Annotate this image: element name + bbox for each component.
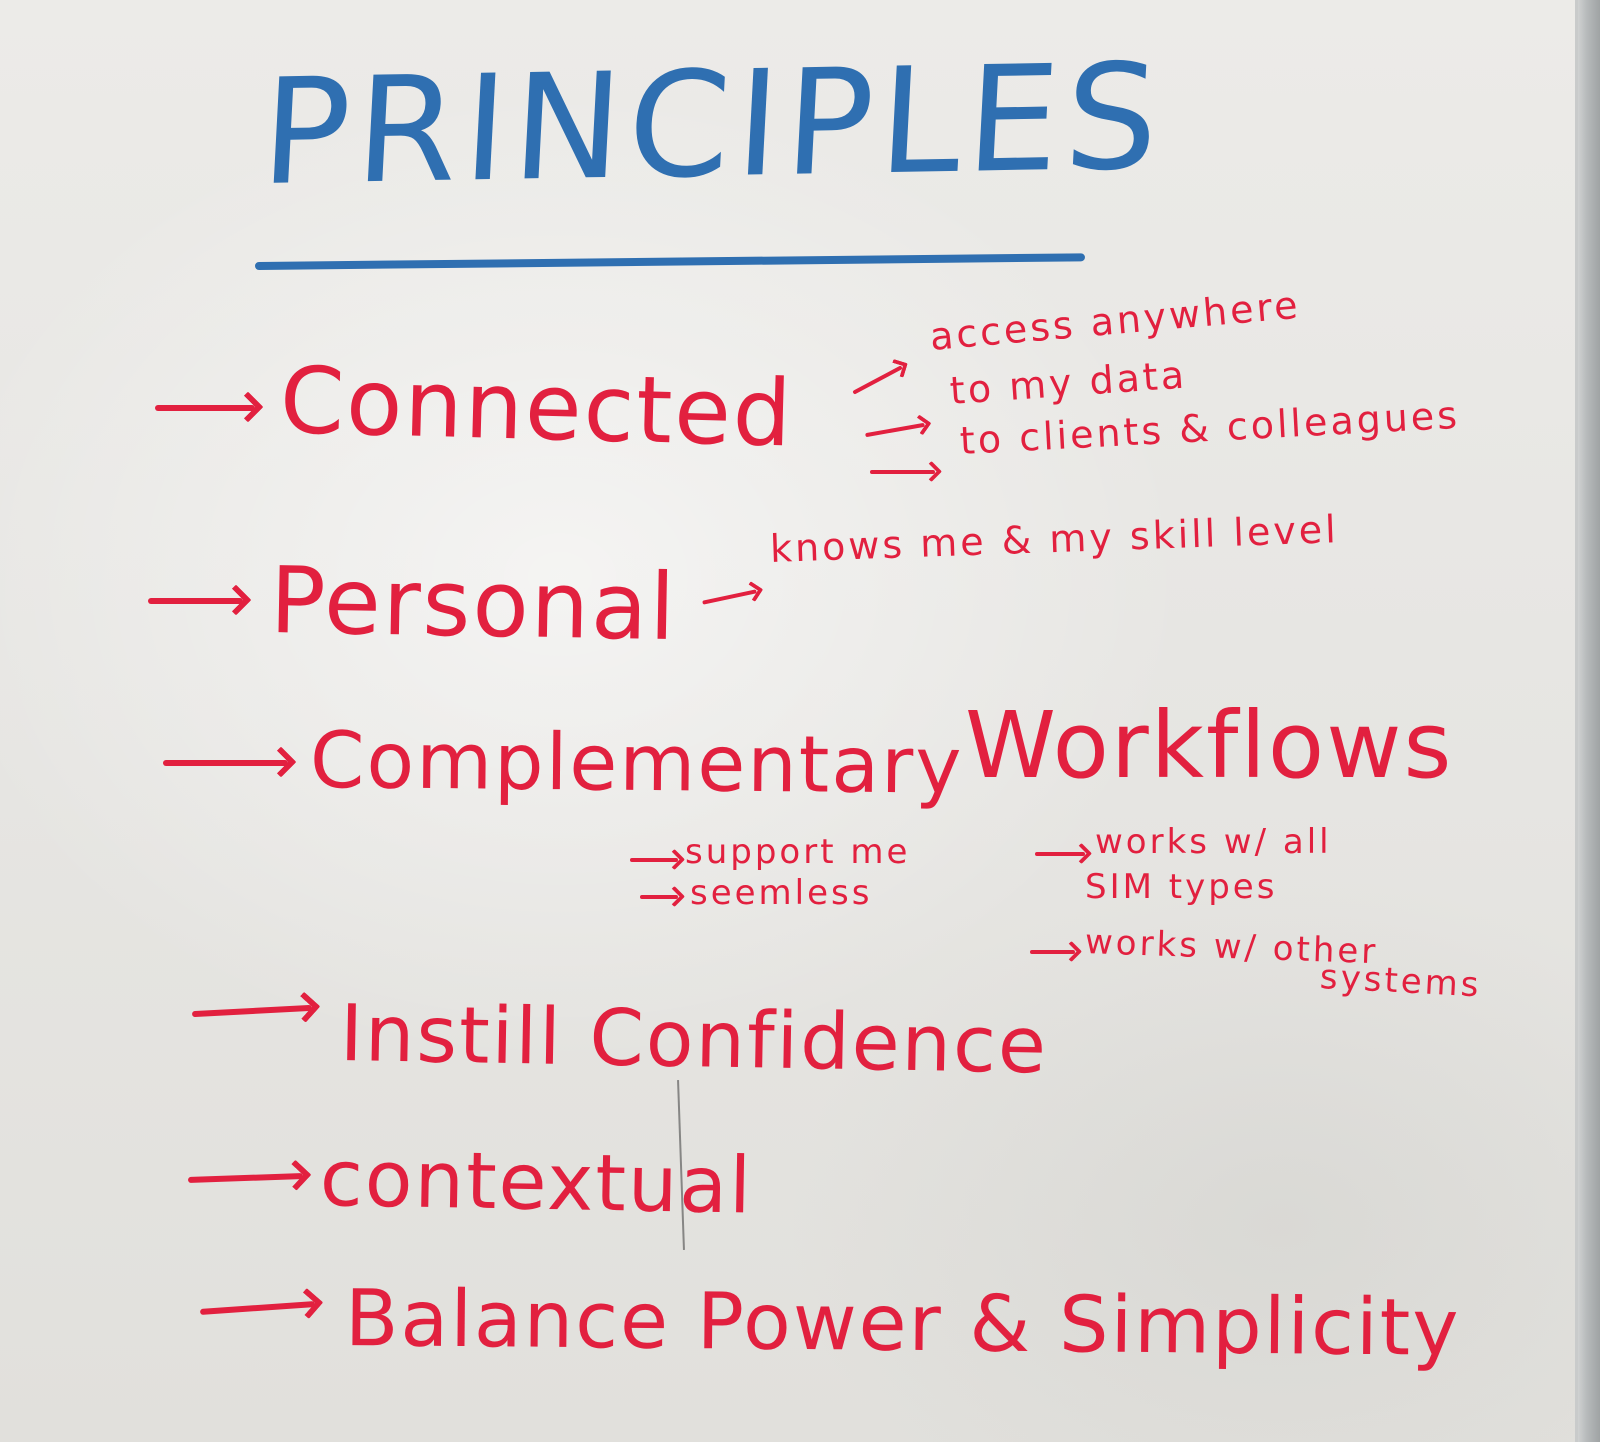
item-instill-confidence: Instill Confidence bbox=[339, 989, 1049, 1092]
note-seemless: seemless bbox=[690, 873, 873, 913]
whiteboard-frame bbox=[1578, 0, 1600, 1442]
note-to-my-data: to my data bbox=[948, 352, 1189, 413]
bullet-arrow-connected bbox=[155, 405, 255, 411]
note-arrow-seemless bbox=[640, 895, 678, 899]
note-sim-types: SIM types bbox=[1085, 867, 1278, 907]
title-underline bbox=[254, 253, 1085, 270]
bullet-arrow-personal bbox=[148, 598, 243, 604]
bullet-arrow-balance bbox=[199, 1300, 316, 1316]
note-access-anywhere: access anywhere bbox=[928, 282, 1303, 359]
note-arrow-data bbox=[865, 422, 925, 438]
title: PRINCIPLES bbox=[257, 32, 1169, 218]
bullet-arrow-contextual bbox=[187, 1172, 304, 1184]
note-arrow-works-all bbox=[1035, 852, 1085, 856]
note-works-with-all: works w/ all bbox=[1095, 822, 1332, 862]
note-arrow-support bbox=[630, 858, 678, 862]
bullet-arrow-instill bbox=[191, 1004, 313, 1018]
whiteboard-frame-line bbox=[1575, 0, 1578, 1442]
item-connected: Connected bbox=[278, 347, 795, 468]
item-balance-power-simplicity: Balance Power & Simplicity bbox=[344, 1274, 1461, 1374]
note-arrow-clients bbox=[870, 470, 935, 474]
note-systems: systems bbox=[1318, 957, 1483, 1006]
bullet-arrow-complementary bbox=[163, 760, 288, 766]
item-contextual: contextual bbox=[319, 1134, 754, 1232]
note-arrow-access bbox=[852, 365, 903, 395]
note-support-me: support me bbox=[685, 832, 911, 872]
note-arrow-works-other bbox=[1030, 950, 1075, 954]
note-knows-me: knows me & my skill level bbox=[769, 507, 1340, 571]
item-workflows: Workflows bbox=[965, 692, 1454, 799]
item-complementary: Complementary bbox=[309, 716, 964, 812]
item-personal: Personal bbox=[269, 547, 678, 662]
note-arrow-knows bbox=[702, 589, 757, 605]
